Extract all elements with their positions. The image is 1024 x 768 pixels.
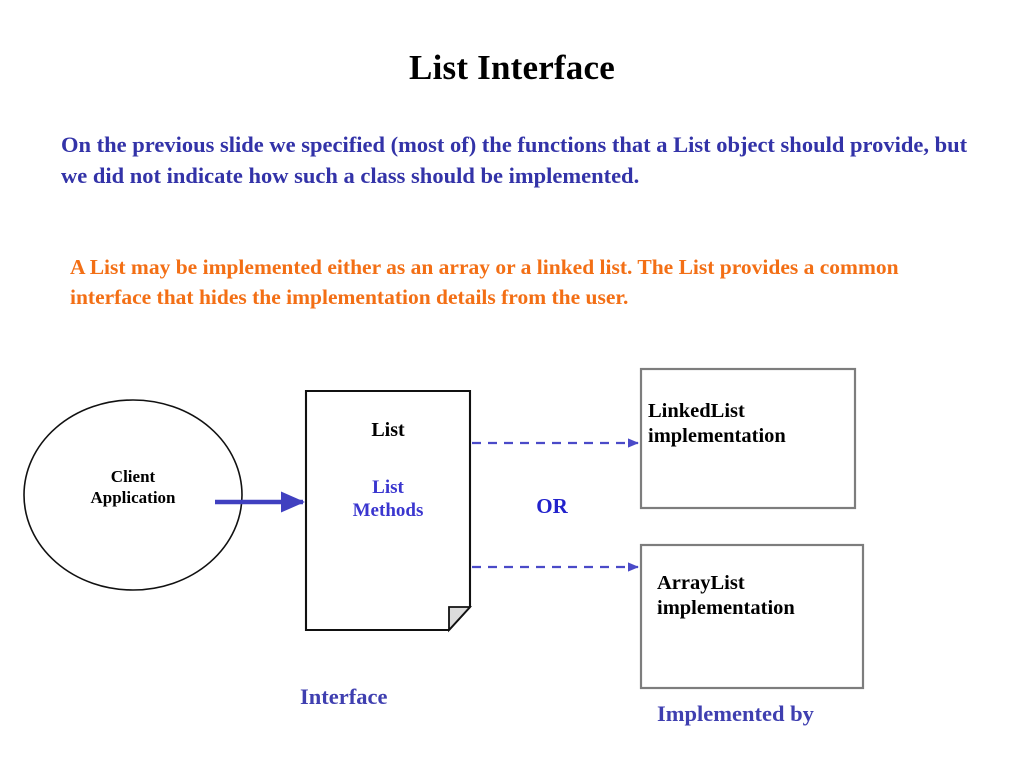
arraylist-implementation-node — [639, 543, 865, 690]
client-application-node — [23, 399, 243, 591]
paragraph-intro: On the previous slide we specified (most… — [61, 132, 968, 189]
document-fold-icon — [448, 606, 473, 633]
paragraph-implementation-note: A List may be implemented either as an a… — [70, 255, 899, 309]
list-document-node — [304, 389, 472, 632]
page-title: List Interface — [409, 48, 615, 87]
linkedlist-implementation-node — [639, 367, 857, 510]
